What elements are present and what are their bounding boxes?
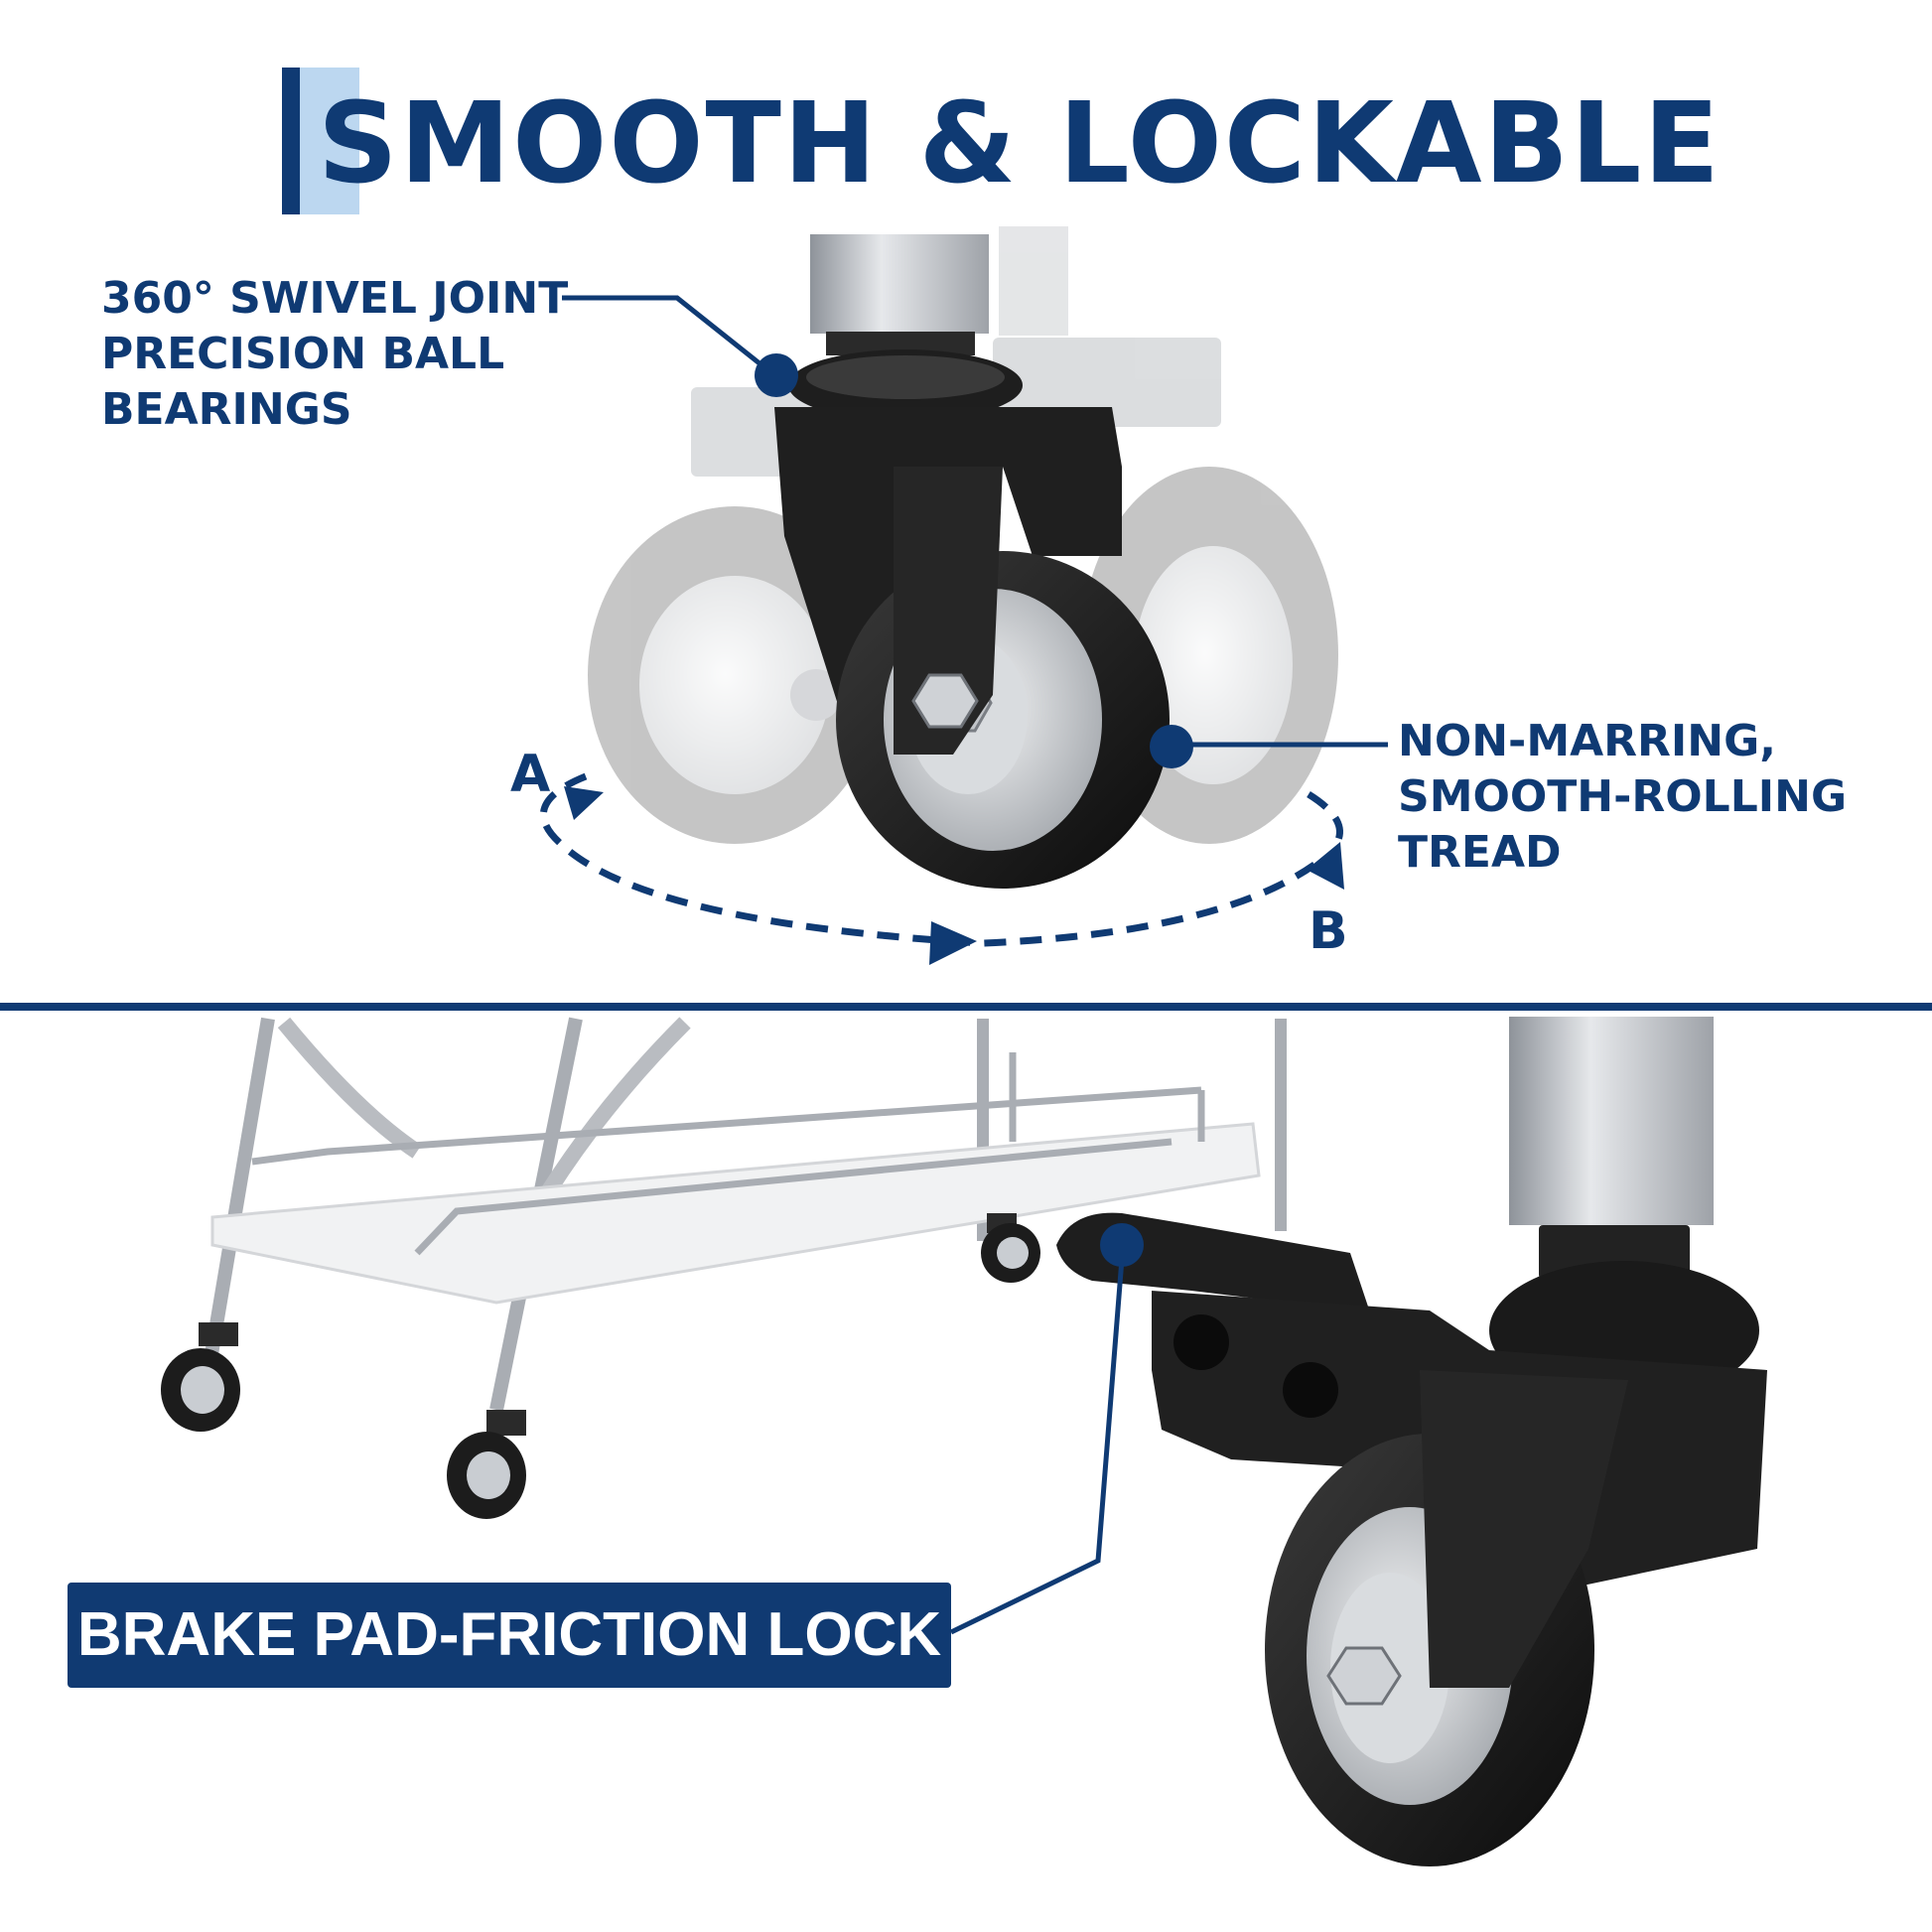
- cart-photo: [161, 1017, 1287, 1519]
- tread-callout-leader: [1150, 725, 1388, 768]
- rotation-arc-arrow: [539, 772, 1344, 965]
- rotation-label-a: A: [510, 745, 551, 804]
- arrowhead-a: [564, 786, 604, 820]
- tread-line-3: TREAD: [1398, 827, 1562, 878]
- title-highlight: [300, 68, 359, 214]
- brake-callout-leader: [949, 1223, 1144, 1635]
- swivel-line-1: 360° SWIVEL JOINT: [101, 273, 569, 324]
- brake-caster-photo: [1056, 1017, 1767, 1866]
- swivel-callout-leader: [562, 295, 798, 397]
- brake-callout-text: BRAKE PAD-FRICTION LOCK: [76, 1600, 942, 1669]
- swivel-line-3: BEARINGS: [101, 384, 352, 435]
- rotation-label-b: B: [1309, 901, 1348, 961]
- brake-axle-nut: [1326, 1646, 1402, 1706]
- brake-callout-box: BRAKE PAD-FRICTION LOCK: [68, 1583, 951, 1688]
- arrowhead-b: [1307, 842, 1344, 890]
- swivel-callout: 360° SWIVEL JOINT PRECISION BALL BEARING…: [101, 271, 568, 438]
- headline: SMOOTH & LOCKABLE: [0, 60, 1932, 218]
- tread-line-2: SMOOTH-ROLLING: [1398, 771, 1848, 822]
- cart-caster-right: [447, 1410, 526, 1519]
- swivel-line-2: PRECISION BALL: [101, 329, 505, 379]
- tread-line-1: NON-MARRING,: [1398, 716, 1776, 766]
- tread-callout: NON-MARRING, SMOOTH-ROLLING TREAD: [1398, 714, 1847, 881]
- swivel-caster-photo: [588, 226, 1338, 889]
- title-accent-bar: [282, 68, 300, 214]
- brake-caster-stem: [1509, 1017, 1714, 1225]
- cart-shelf: [210, 1122, 1261, 1305]
- cart-caster-back: [981, 1213, 1040, 1283]
- page-title: SMOOTH & LOCKABLE: [318, 79, 1722, 208]
- caster-stem: [810, 234, 989, 334]
- arrowhead-mid: [929, 921, 977, 965]
- cart-caster-left: [161, 1322, 240, 1432]
- section-divider: [0, 1003, 1932, 1011]
